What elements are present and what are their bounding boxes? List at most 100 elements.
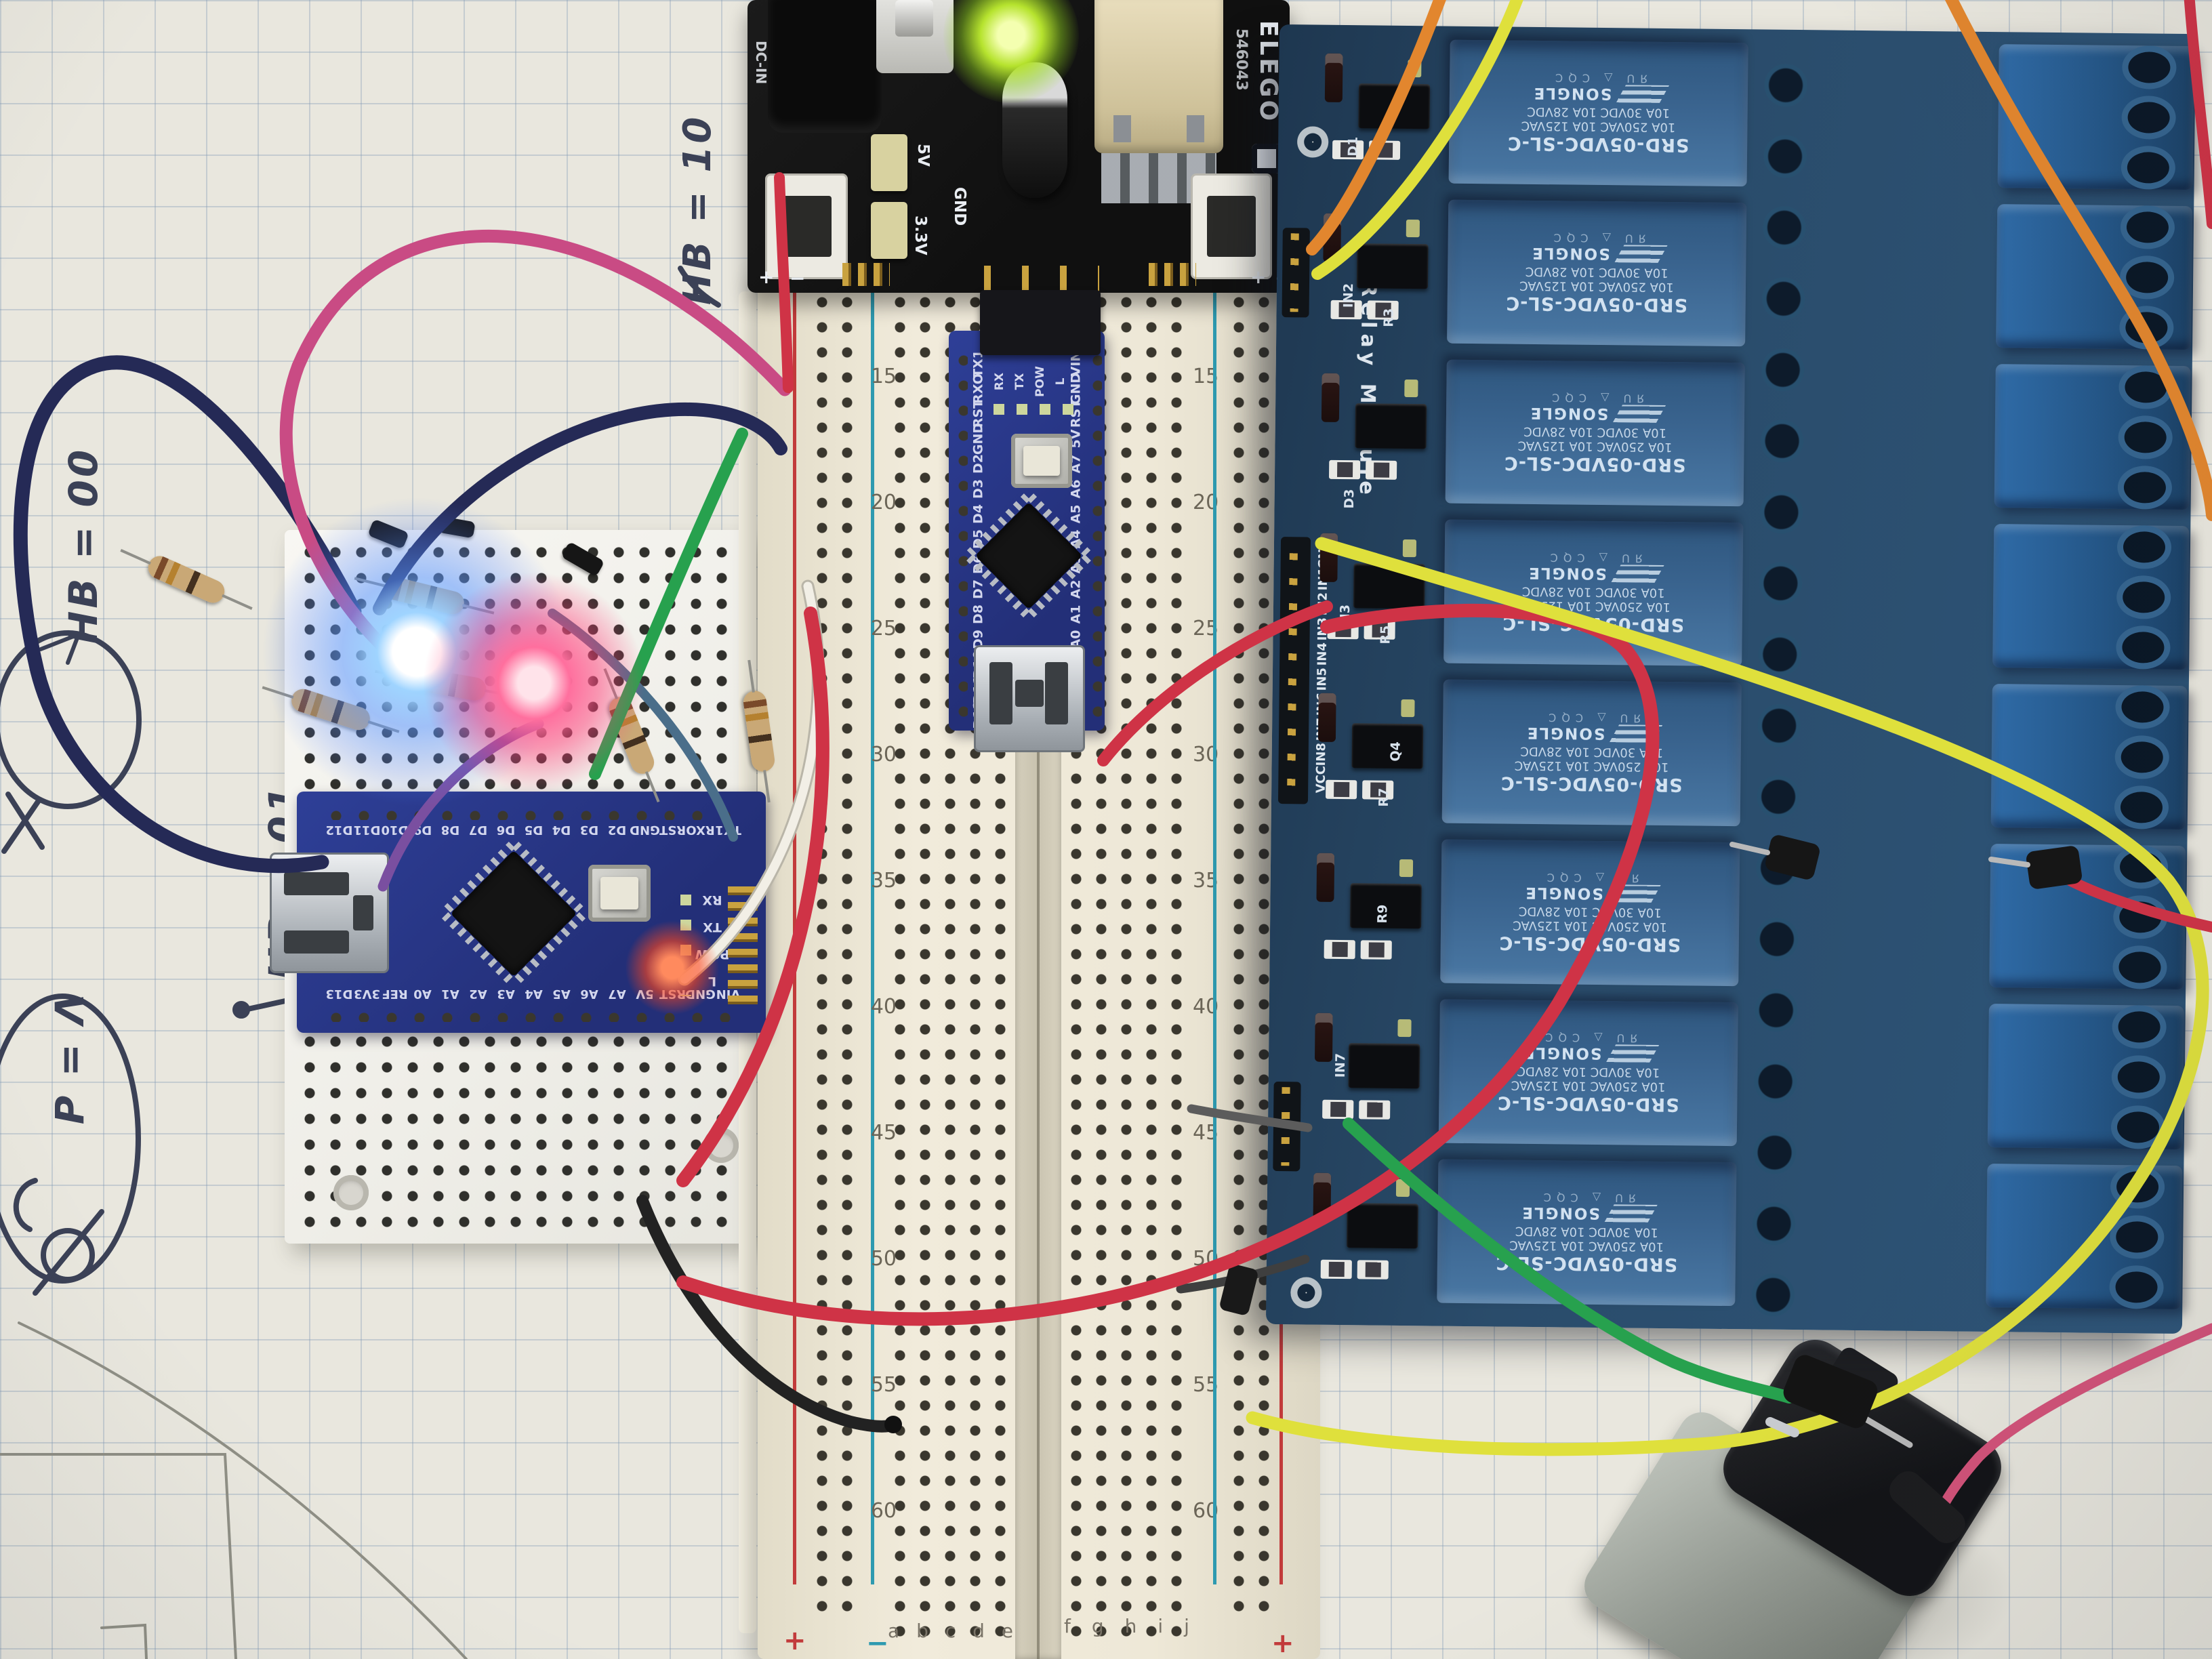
usb-a-port[interactable]	[1094, 0, 1223, 153]
pencil-tick	[100, 1623, 148, 1659]
pin-label: D3	[970, 479, 985, 499]
pin-label: D7	[468, 823, 488, 838]
pin-label: D8	[441, 823, 460, 838]
pin-label: A4	[525, 987, 543, 1002]
row-number: 55	[1193, 1373, 1219, 1397]
relay-rating: 10A 250VAC 10A 125VAC	[1514, 758, 1669, 775]
songle-flag-logo	[1616, 85, 1670, 103]
voltage-jumper[interactable]	[871, 202, 907, 259]
relay-model: SRD-05VDC-SL-C	[1495, 1252, 1678, 1275]
ink-x-mark	[1, 792, 45, 854]
pin-label: A6	[580, 987, 598, 1002]
screw-terminal[interactable]	[1992, 524, 2190, 670]
pin-label: A5	[552, 987, 571, 1002]
pin-label: A5	[1068, 504, 1083, 524]
relay-certs: ЯU △ CQC	[1544, 551, 1643, 565]
screw-terminal[interactable]	[1989, 844, 2186, 990]
plus-mark: +	[758, 266, 775, 288]
songle-flag-logo	[1613, 405, 1666, 423]
mini-usb-connector-left	[270, 853, 389, 973]
mcu-chip	[437, 837, 590, 990]
relay-brand: SONGLE	[1521, 1203, 1601, 1223]
nano-center-header	[980, 290, 1101, 355]
pin-label: A2	[469, 987, 487, 1002]
column-letter: a	[888, 1620, 900, 1642]
input-header[interactable]	[1277, 537, 1311, 804]
pin-label: TX1	[970, 350, 985, 377]
silk-label: IN7	[1332, 1052, 1349, 1078]
row-number: 35	[1193, 869, 1219, 893]
header-pins	[1149, 263, 1196, 286]
relay: SRD-05VDC-SL-C 10A 250VAC 10A 125VAC 10A…	[1438, 999, 1738, 1147]
relay-model: SRD-05VDC-SL-C	[1505, 292, 1688, 316]
relay: SRD-05VDC-SL-C 10A 250VAC 10A 125VAC 10A…	[1448, 39, 1748, 187]
status-led-array	[680, 895, 691, 996]
songle-flag-logo	[1611, 565, 1664, 583]
row-number: 40	[870, 995, 897, 1019]
reset-button[interactable]	[1011, 434, 1072, 488]
column-letters-a-e: a b c d e	[888, 1620, 1013, 1642]
relay-module-board: 8 Relay Module GND IN1 IN2 IN3 IN4 IN5 I…	[1265, 24, 2196, 1334]
column-letter: g	[1091, 1615, 1104, 1637]
screw-terminal[interactable]	[1996, 204, 2193, 350]
pin-label: RXO	[686, 823, 715, 838]
relay-brand: SONGLE	[1522, 1043, 1602, 1063]
relay-rating: 10A 30VDC 10A 28VDC	[1525, 264, 1668, 281]
jumper-header-bottom[interactable]	[1273, 1081, 1301, 1172]
led-label: TX	[703, 920, 722, 935]
pin-label: A0	[413, 987, 432, 1002]
relay-pin-screw-strip	[1740, 49, 1819, 1318]
relay-rating: 10A 30VDC 10A 28VDC	[1515, 1223, 1658, 1240]
silk-label: D1	[1345, 136, 1361, 157]
power-supply-module: DC-IN 546043 ELEGO 5V 3.3V GND + − + −	[747, 0, 1290, 293]
row-number: 30	[870, 743, 897, 766]
label-gnd: GND	[951, 187, 968, 226]
note-hb00: HB = 00	[60, 447, 106, 644]
songle-flag-logo	[1610, 724, 1663, 743]
module-serial: 546043	[1233, 28, 1250, 91]
pin-label: RST	[659, 823, 687, 838]
plus-mark: +	[1250, 266, 1267, 288]
row-number: 60	[870, 1499, 897, 1523]
relay-rating: 10A 30VDC 10A 28VDC	[1520, 743, 1664, 760]
pin-label: 5V	[636, 987, 654, 1002]
row-number: 25	[1193, 617, 1219, 640]
mini-breadboard-mount-hole	[333, 1175, 369, 1210]
pin-label: RST	[970, 399, 985, 428]
silk-label: IN3	[1337, 604, 1353, 630]
row-number: 30	[1193, 743, 1219, 766]
relay-rating: 10A 250VAC 10A 125VAC	[1511, 1078, 1666, 1094]
silk-label: R3	[1381, 308, 1397, 327]
nano-left-top-pin-labels: D12 D11 D10 D9 D8 D7 D6 D5 D4 D3 D2 GND …	[325, 821, 742, 839]
relay: SRD-05VDC-SL-C 10A 250VAC 10A 125VAC 10A…	[1437, 1159, 1737, 1307]
led-label: POW	[695, 947, 730, 962]
nano-left-pinholes-top	[324, 804, 744, 820]
pin-label: D12	[325, 823, 353, 838]
screw-terminal[interactable]	[1994, 364, 2191, 510]
row-number: 60	[1193, 1499, 1219, 1523]
pin-label: D8	[970, 605, 985, 624]
column-letter: c	[945, 1620, 956, 1642]
relay-rating: 10A 250VAC 10A 125VAC	[1521, 118, 1676, 135]
jumper-header-top[interactable]	[1282, 228, 1310, 318]
screw-terminal[interactable]	[1986, 1164, 2183, 1310]
column-letter: i	[1158, 1615, 1164, 1637]
relay-model: SRD-05VDC-SL-C	[1502, 612, 1685, 636]
relay-certs: ЯU △ CQC	[1543, 711, 1641, 725]
nano-left-pinholes-bottom	[324, 1006, 744, 1022]
power-switch[interactable]	[876, 0, 954, 73]
screw-terminal[interactable]	[1987, 1004, 2184, 1150]
pin-label: A1	[1068, 605, 1083, 624]
relay-rating: 10A 250VAC 10A 125VAC	[1516, 598, 1671, 615]
relay-certs: ЯU △ CQC	[1549, 71, 1648, 85]
voltage-jumper[interactable]	[871, 134, 907, 191]
relay-brand: SONGLE	[1528, 563, 1607, 583]
brand-label: ELEGO	[1254, 20, 1282, 124]
relay-rating: 10A 250VAC 10A 125VAC	[1509, 1237, 1664, 1254]
pin-label: D11	[353, 823, 381, 838]
screw-terminal[interactable]	[1990, 684, 2188, 830]
screw-terminal[interactable]	[1997, 44, 2194, 190]
relay: SRD-05VDC-SL-C 10A 250VAC 10A 125VAC 10A…	[1447, 199, 1747, 347]
relay-brand: SONGLE	[1531, 243, 1610, 263]
